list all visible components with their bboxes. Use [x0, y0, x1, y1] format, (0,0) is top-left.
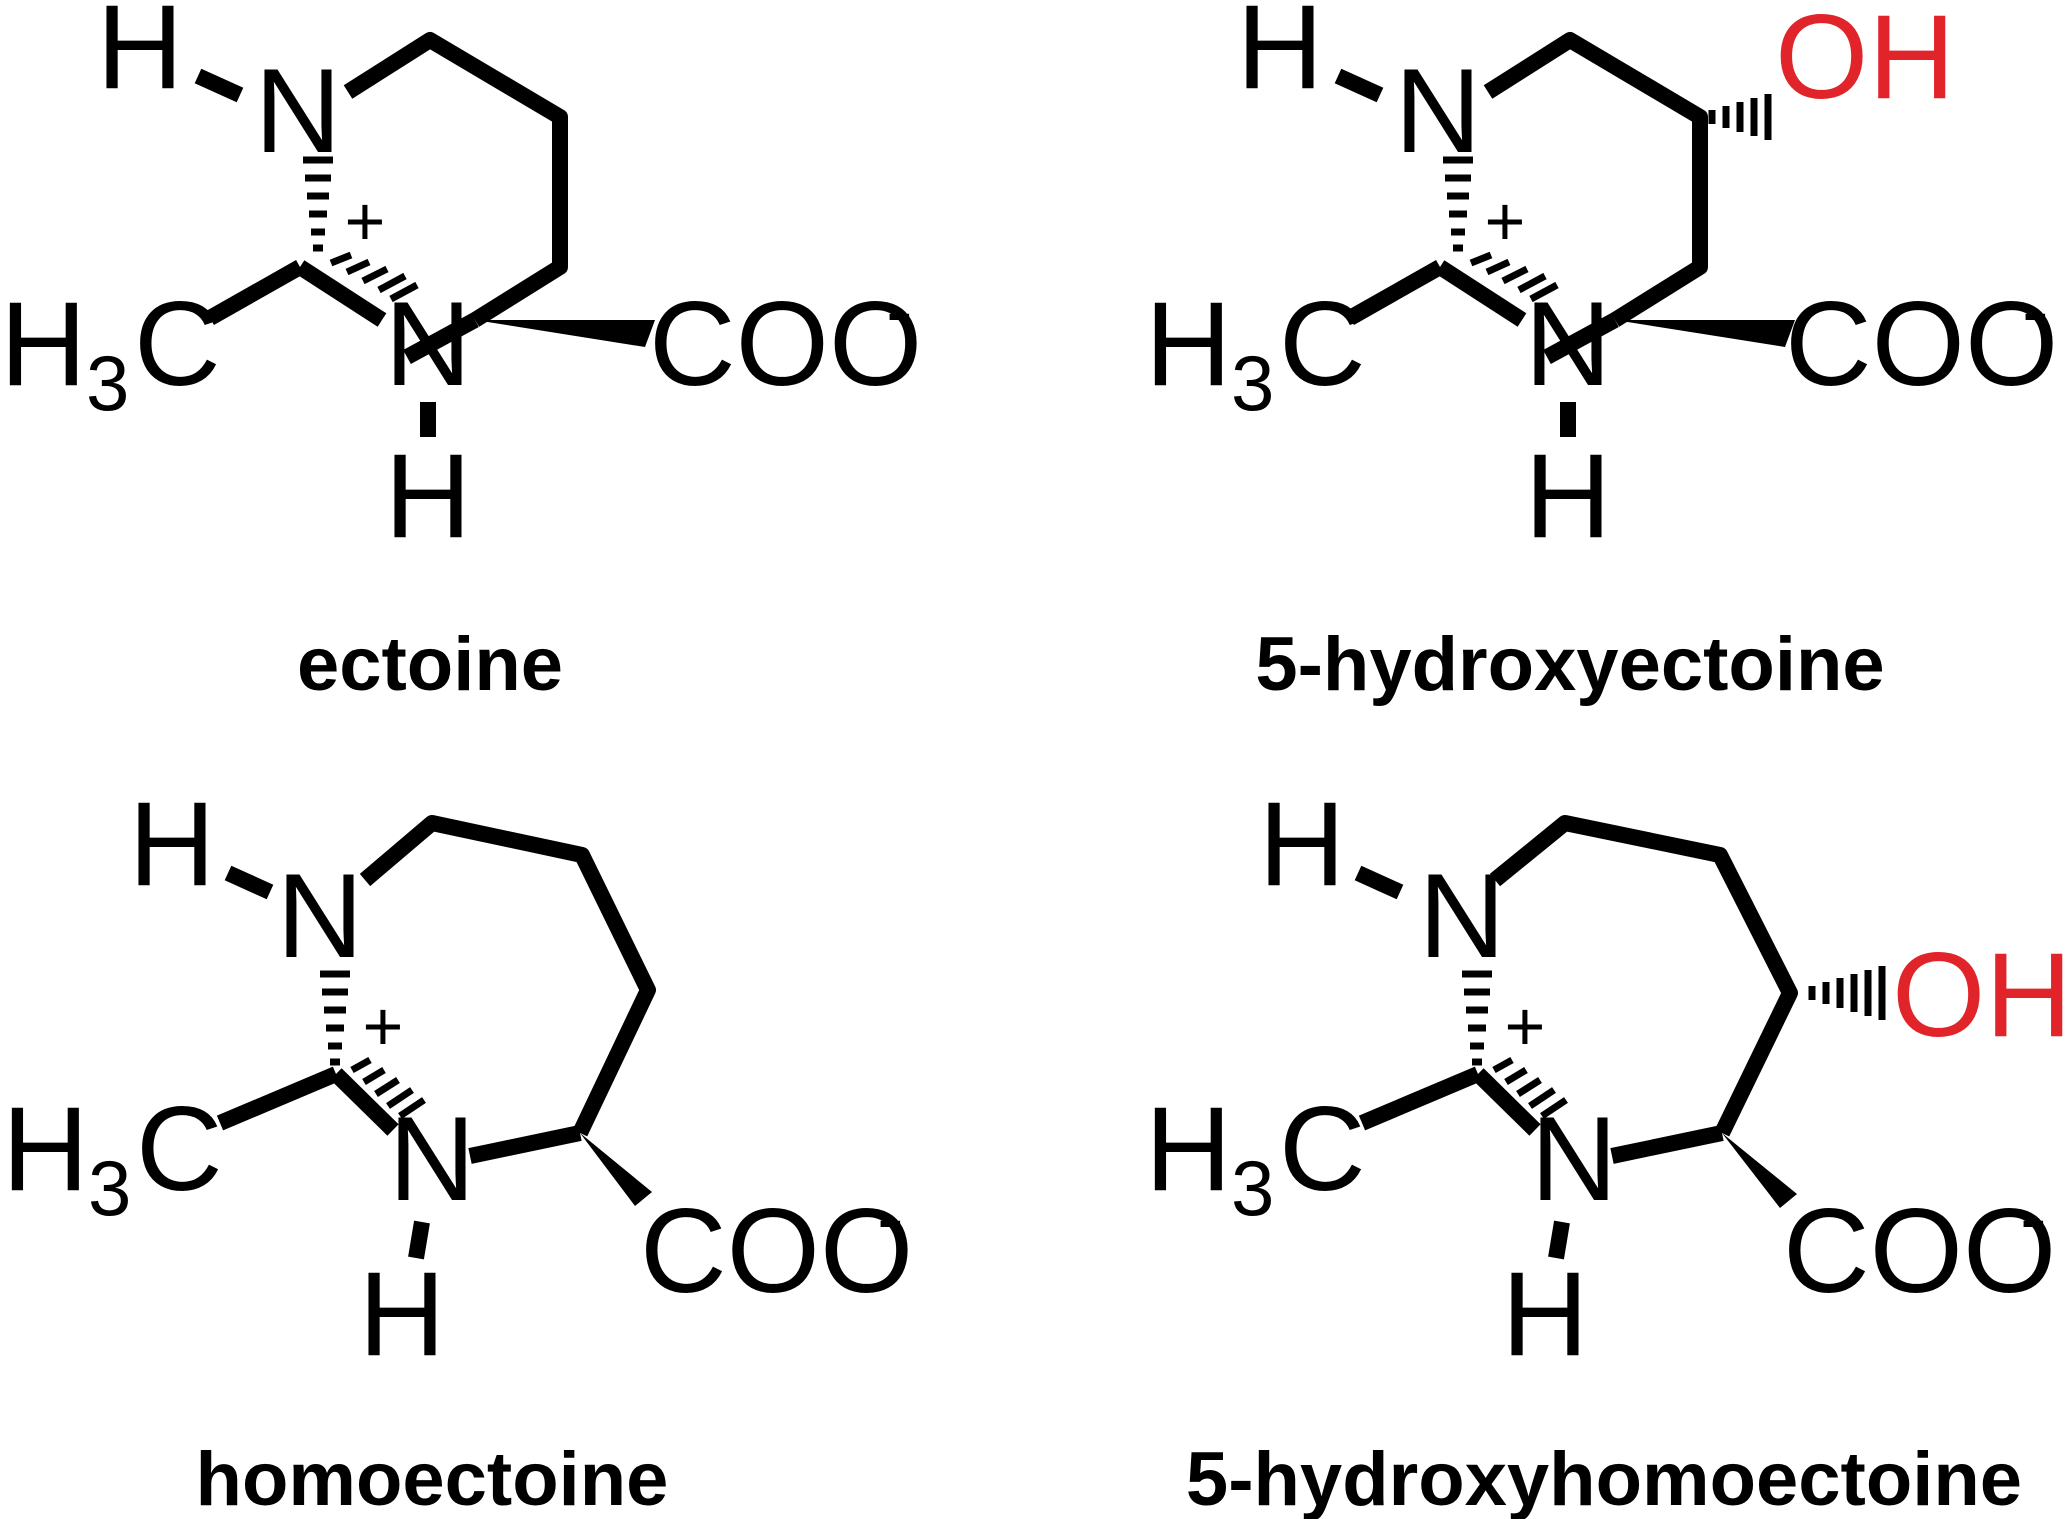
bond-h-n1 [1354, 865, 1404, 900]
ring-bonds-upper [1489, 815, 1798, 1137]
molecule-name: 5-hydroxyhomoectoine [1186, 1437, 2022, 1519]
hydroxyectoine-bonds [1334, 32, 1795, 437]
bond-c2-methyl [1358, 1066, 1482, 1131]
molecule-name: 5-hydroxyectoine [1255, 622, 1884, 707]
carboxylate-charge: - [886, 266, 913, 355]
atom-n3: N [1525, 277, 1612, 411]
bond-n3-c2 [1435, 260, 1527, 327]
atom-h-top: H [1237, 0, 1324, 114]
atom-h-bottom: H [359, 1247, 446, 1381]
atom-n1: N [255, 44, 342, 178]
hydroxyhomoectoine-atoms: H N + N H H 3 C COO - OH [1145, 777, 2072, 1381]
molecule-5-hydroxyhomoectoine: H N + N H H 3 C COO - OH 5-hydroxyhomoec… [1145, 777, 2072, 1519]
ring-bonds-upper [359, 815, 656, 1137]
atom-n3: N [385, 277, 472, 411]
carboxylate: COO [640, 1184, 913, 1318]
carboxylate-charge: - [2022, 266, 2049, 355]
atom-n4: N [389, 1092, 476, 1226]
ring-bonds-upper [343, 32, 568, 327]
atom-n4: N [1531, 1092, 1618, 1226]
methyl-subscript: 3 [1231, 1144, 1274, 1232]
bond-c2-methyl [1346, 260, 1444, 325]
ectoine-bonds [194, 32, 655, 437]
atom-h-bottom: H [1502, 1247, 1589, 1381]
bond-n4-h [1548, 1220, 1570, 1260]
carboxylate: COO [649, 277, 922, 411]
atom-h-bottom: H [385, 429, 472, 563]
bond-n4-h [408, 1220, 430, 1260]
atom-h-bottom: H [1525, 429, 1612, 563]
methyl-h: H [1145, 1082, 1232, 1216]
wedge-bond-carboxylate [1615, 320, 1795, 347]
bond-ring-n3 [1543, 312, 1619, 365]
hash-bond-hydroxyl [1708, 94, 1772, 140]
atom-n1: N [1395, 44, 1482, 178]
positive-charge: + [363, 987, 404, 1065]
wedge-bond-carboxylate [475, 320, 655, 347]
bond-ring-n3 [403, 312, 479, 365]
methyl-h: H [2, 1082, 89, 1216]
methyl-c: C [1279, 277, 1366, 411]
carboxylate-charge: - [2020, 1173, 2047, 1262]
molecule-5-hydroxyectoine: H N + N H H 3 C COO - OH 5-hydroxyectoin… [1145, 0, 2058, 707]
delocalized-hash-bond [1462, 970, 1568, 1119]
homoectoine-atoms: H N + N H H 3 C COO - [2, 777, 913, 1381]
methyl-h: H [0, 277, 87, 411]
methyl-subscript: 3 [1231, 339, 1274, 427]
atom-h-top: H [1259, 777, 1346, 911]
hydroxyectoine-atoms: H N + N H H 3 C COO - OH [1145, 0, 2058, 563]
hydroxyhomoectoine-bonds [1354, 815, 1886, 1260]
bond-n4-c2 [1472, 1068, 1541, 1136]
positive-charge: + [345, 182, 386, 260]
methyl-c: C [136, 1082, 223, 1216]
molecule-homoectoine: H N + N H H 3 C COO - homoectoine [2, 777, 913, 1519]
hydroxyl-group: OH [1892, 928, 2072, 1062]
bond-h-n1 [224, 865, 274, 900]
carboxylate: COO [1785, 277, 2058, 411]
molecule-ectoine: H N + N H H 3 C COO - ectoine [0, 0, 922, 707]
bond-c2-methyl [216, 1066, 340, 1131]
molecule-name: homoectoine [196, 1437, 669, 1519]
atom-h-top: H [97, 0, 184, 114]
bond-n3-c2 [295, 260, 387, 327]
positive-charge: + [1485, 182, 1526, 260]
atom-h-top: H [129, 777, 216, 911]
bond-h-n1 [1334, 68, 1384, 103]
hash-bond-hydroxyl [1808, 966, 1886, 1020]
carboxylate-charge: - [877, 1173, 904, 1262]
methyl-subscript: 3 [88, 1144, 131, 1232]
methyl-subscript: 3 [86, 339, 129, 427]
bond-ring-n4 [1610, 1125, 1724, 1164]
atom-n1: N [277, 849, 364, 983]
wedge-bond-carboxylate [1722, 1133, 1797, 1208]
ectoine-atoms: H N + N H H 3 C COO - [0, 0, 922, 563]
delocalized-hash-bond [1443, 156, 1559, 303]
delocalized-hash-bond [320, 970, 426, 1119]
hydroxyl-group: OH [1775, 0, 1955, 124]
bond-n4-c2 [330, 1068, 399, 1136]
methyl-c: C [134, 277, 221, 411]
positive-charge: + [1505, 987, 1546, 1065]
homoectoine-bonds [216, 815, 656, 1260]
methyl-c: C [1279, 1082, 1366, 1216]
bond-c2-methyl [206, 260, 304, 325]
methyl-h: H [1145, 277, 1232, 411]
bond-h-n1 [194, 68, 244, 103]
atom-n1: N [1419, 849, 1506, 983]
bond-ring-n4 [468, 1125, 582, 1164]
delocalized-hash-bond [303, 156, 419, 303]
wedge-bond-carboxylate [580, 1133, 652, 1206]
carboxylate: COO [1783, 1184, 2056, 1318]
ring-bonds-upper [1483, 32, 1708, 327]
molecule-name: ectoine [297, 622, 563, 707]
